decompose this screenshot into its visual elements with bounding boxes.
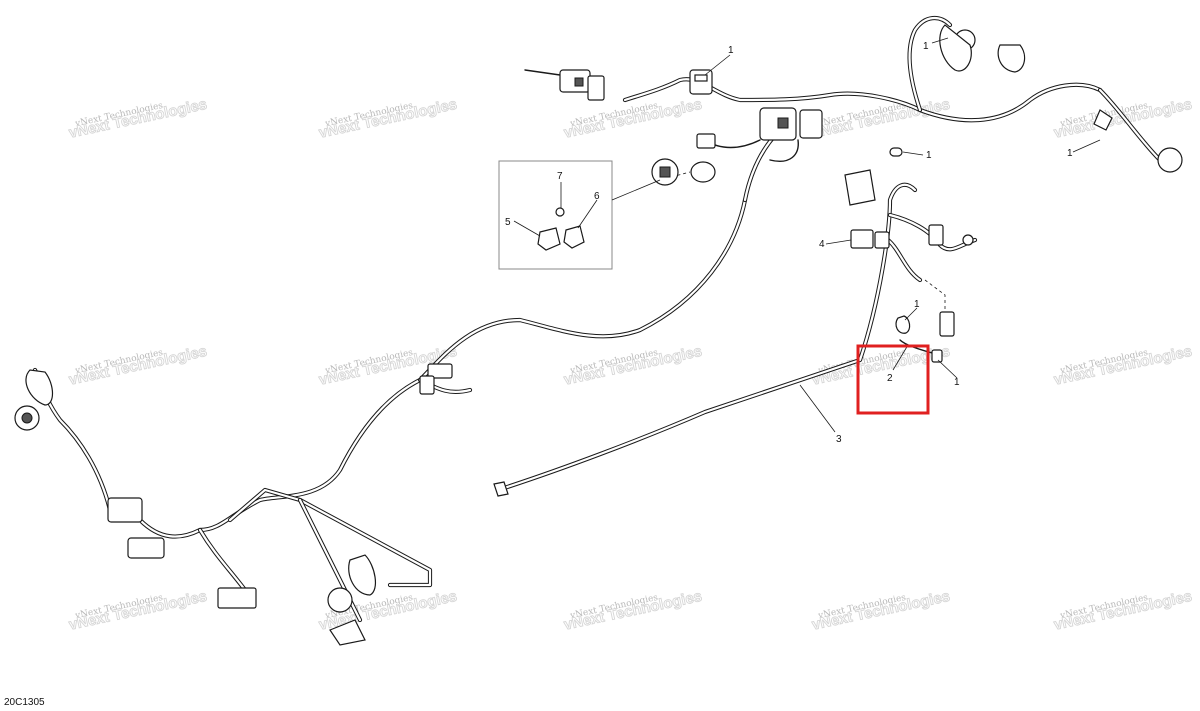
callout-5: 5 — [505, 217, 511, 228]
detail-inset — [498, 160, 661, 270]
callout-1-mid: 1 — [914, 299, 920, 310]
callout-1-right-top: 1 — [923, 41, 929, 52]
callout-3: 3 — [836, 434, 842, 445]
highlight-box-part-2 — [856, 344, 930, 415]
callout-6: 6 — [594, 191, 600, 202]
callout-labels: 1 1 1 1 1 1 2 3 4 5 6 7 — [505, 41, 1073, 445]
callout-1-lower: 1 — [954, 377, 960, 388]
callout-1-upper: 1 — [926, 150, 932, 161]
leader-lines — [704, 37, 1101, 433]
callout-7: 7 — [557, 171, 563, 182]
callout-4: 4 — [819, 239, 825, 250]
diagram-code: 20C1305 — [4, 697, 45, 708]
callout-1-far-right: 1 — [1067, 148, 1073, 159]
callout-1-top: 1 — [728, 45, 734, 56]
callout-2: 2 — [887, 373, 893, 384]
components — [14, 24, 1183, 646]
